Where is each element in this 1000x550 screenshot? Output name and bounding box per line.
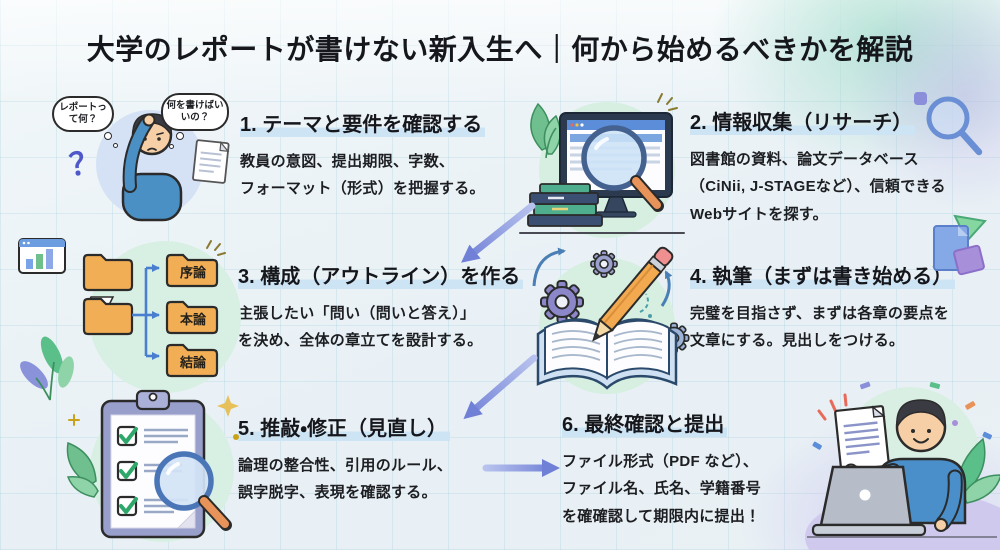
open-book-icon — [536, 318, 678, 390]
thought-dot — [113, 143, 118, 148]
step-2-title: 2. 情報収集（リサーチ） — [690, 112, 916, 135]
step-4-title: 4. 執筆（まずは書き始める） — [690, 266, 956, 289]
folder-label-intro: 序論 — [180, 265, 206, 280]
square-shape — [953, 244, 985, 276]
student-body — [121, 172, 183, 222]
step-5-body: 論理の整合性、引用のルール、 誤字脱字、表現を確認する。 — [238, 457, 453, 502]
sparkle-icon — [206, 240, 226, 256]
step-3-title: 3. 構成（アウトライン）を作る — [238, 266, 524, 289]
step-1: 1. テーマと要件を確認する 教員の意図、提出期限、字数、 フォーマット（形式）… — [240, 112, 515, 203]
folder-label-conclusion: 結論 — [179, 355, 206, 370]
arrow-step2-to-step3 — [461, 202, 536, 263]
speech-bubble-right: 何を書けばいいの？ — [161, 93, 229, 131]
plant-decoration — [20, 336, 74, 401]
folder-icon — [82, 253, 134, 292]
step-4: 4. 執筆（まずは書き始める） 完璧を目指さず、まずは各章の要点を 文章にする。… — [690, 264, 995, 355]
swirl-arrow — [660, 270, 673, 307]
branch-connectors — [132, 264, 160, 360]
outline-folders-illustration: 序論 本論 結論 — [18, 238, 241, 393]
speech-bubble-left: レポートって何？ — [52, 96, 114, 132]
step-5-title: 5. 推敲・修正（見直し） — [238, 418, 451, 441]
research-illustration — [519, 93, 685, 238]
step-6: 6. 最終確認と提出 ファイル形式（PDF など）、 ファイル名、氏名、学籍番号… — [562, 412, 822, 530]
chart-window-icon — [18, 238, 66, 274]
step-6-title: 6. 最終確認と提出 — [562, 414, 728, 437]
search-icon — [926, 96, 983, 156]
folder-label-body: 本論 — [179, 312, 206, 327]
dashed-swirl — [639, 293, 649, 313]
writing-illustration — [532, 246, 690, 394]
step-3-body: 主張したい「問い（問いと答え）」 を決め、全体の章立てを設計する。 — [238, 305, 483, 350]
paper-icon — [192, 139, 230, 184]
step-2-body: 図書館の資料、論文データベース （CiNii, J-STAGEなど）、信頼できる… — [690, 151, 946, 223]
sparkle-icon — [68, 395, 239, 440]
review-illustration — [66, 389, 239, 542]
arrow-step5-to-step6 — [482, 459, 560, 477]
laptop-icon — [811, 465, 927, 537]
student-arm — [122, 113, 156, 193]
thought-dot — [176, 132, 184, 140]
top-right-decorations — [914, 92, 987, 276]
thought-dot — [104, 132, 112, 140]
step-4-body: 完璧を目指さず、まずは各章の要点を 文章にする。見出しをつける。 — [690, 305, 950, 350]
checklist — [116, 425, 188, 517]
page-title: 大学のレポートが書けない新入生へ｜何から始めるべきかを解説 — [86, 34, 914, 65]
folder-icon — [82, 296, 134, 336]
search-icon — [154, 451, 232, 531]
step-3: 3. 構成（アウトライン）を作る 主張したい「問い（問いと答え）」 を決め、全体… — [238, 264, 533, 355]
question-mark: ？ — [67, 143, 103, 183]
swirl-arrow — [532, 247, 566, 287]
step-1-body: 教員の意図、提出期限、字数、 フォーマット（形式）を把握する。 — [240, 153, 485, 198]
gear-icon — [540, 280, 584, 324]
pencil-icon — [592, 246, 674, 342]
plant-leaves — [66, 441, 99, 498]
gear-icon — [590, 250, 618, 278]
speech-bubble-left-text: レポートって何？ — [59, 101, 107, 125]
step-2: 2. 情報収集（リサーチ） 図書館の資料、論文データベース （CiNii, J-… — [690, 110, 990, 228]
step-6-body: ファイル形式（PDF など）、 ファイル名、氏名、学籍番号 を確確認して期限内に… — [562, 453, 761, 525]
folder-conclusion: 結論 — [165, 343, 219, 378]
square-shape — [914, 92, 927, 105]
arrow-step4-to-step5 — [463, 354, 538, 420]
step-1-title: 1. テーマと要件を確認する — [240, 114, 486, 137]
thought-dot — [169, 144, 174, 149]
step-5: 5. 推敲・修正（見直し） 論理の整合性、引用のルール、 誤字脱字、表現を確認す… — [238, 416, 513, 507]
document-icon — [834, 405, 890, 472]
books-stack — [527, 183, 603, 227]
plant-leaves — [530, 102, 561, 159]
search-icon — [581, 125, 664, 212]
confetti — [812, 381, 993, 450]
sparkle-icon — [657, 93, 678, 111]
submit-illustration — [805, 381, 1000, 550]
folder-body: 本論 — [165, 300, 219, 335]
speech-bubble-right-text: 何を書けばいいの？ — [166, 99, 224, 123]
folder-intro: 序論 — [165, 253, 219, 288]
